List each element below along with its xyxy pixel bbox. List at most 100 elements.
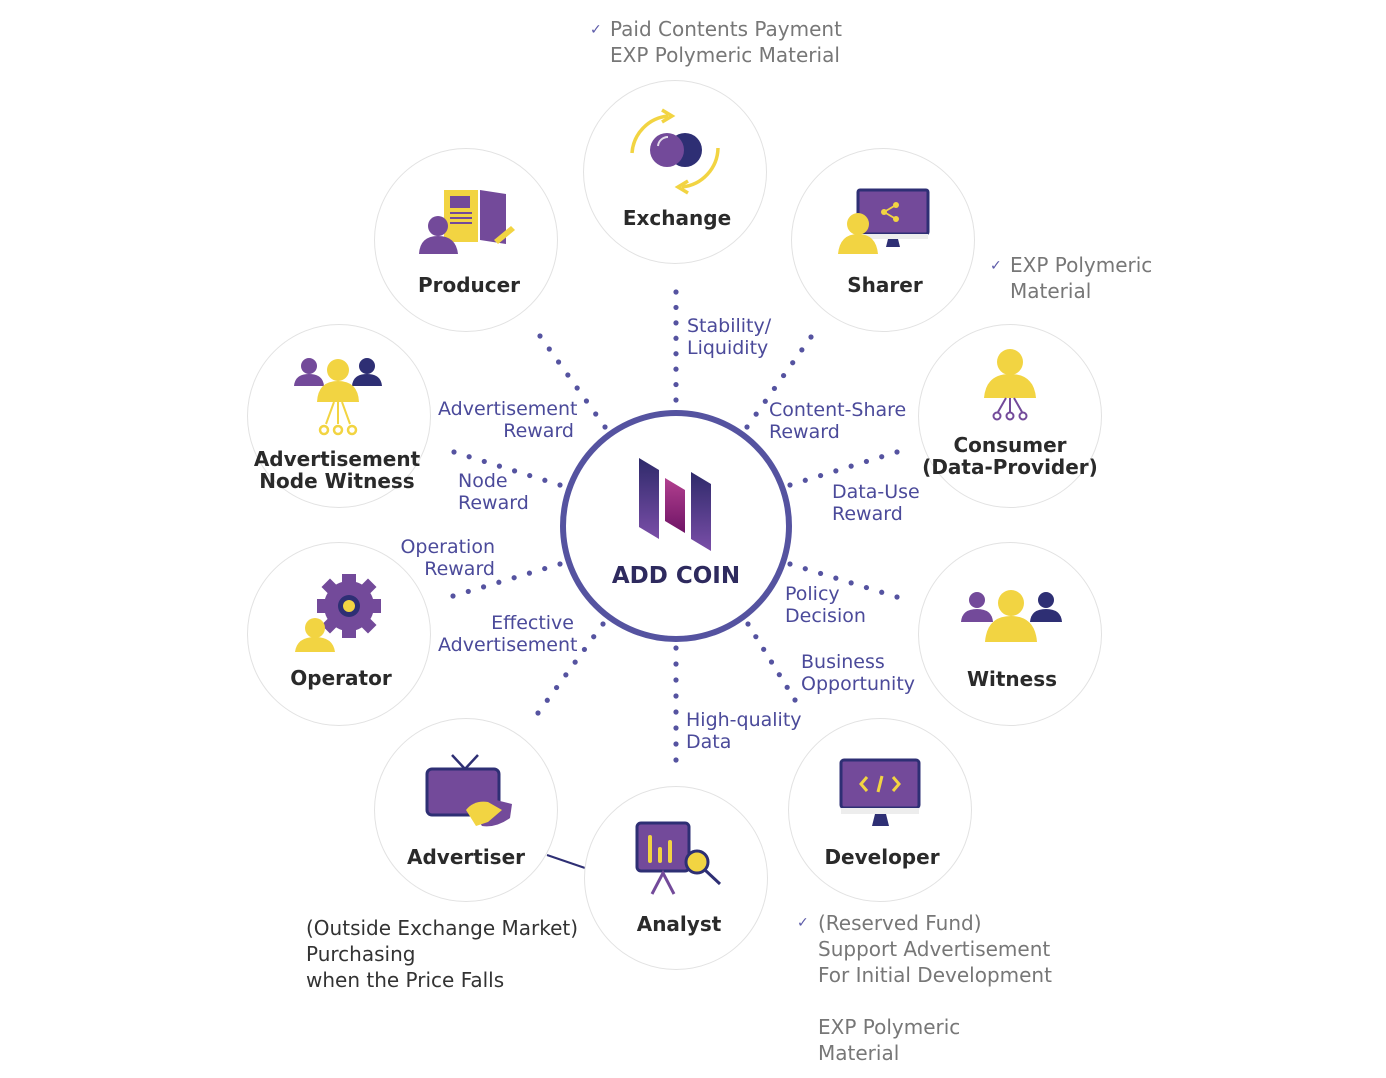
spoke-dot	[863, 584, 870, 591]
note-developer: (Reserved Fund) Support Advertisement Fo…	[818, 911, 1052, 1065]
flow-label-data-use-reward: Data-Use Reward	[832, 481, 920, 525]
spoke-dot	[673, 677, 679, 683]
spoke-dot	[787, 561, 793, 567]
flow-label-operation-reward: Operation Reward	[400, 536, 495, 580]
spoke-dot	[465, 588, 471, 595]
spoke-dot	[753, 634, 759, 640]
spoke-dot	[894, 594, 900, 600]
node-label-developer: Developer	[824, 845, 940, 869]
node-sharer	[791, 148, 975, 332]
spoke-dot	[480, 584, 487, 590]
spoke-business	[745, 621, 798, 703]
spoke-dot	[511, 468, 518, 474]
spoke-dot	[784, 684, 790, 690]
spoke-dot	[761, 646, 767, 652]
witness-group-icon	[961, 590, 1062, 642]
tv-handshake-icon	[425, 754, 512, 827]
spoke-dot	[790, 360, 796, 366]
spoke-dot	[833, 575, 839, 581]
node-label-sharer: Sharer	[847, 273, 923, 297]
spoke-dot	[744, 424, 750, 430]
logo-bar-right	[691, 472, 711, 551]
spoke-dot	[673, 366, 679, 372]
spoke-dot	[776, 672, 782, 678]
spoke-dot	[799, 347, 805, 353]
node-label-exchange: Exchange	[622, 206, 732, 230]
spoke-node	[451, 449, 563, 488]
spoke-dot	[557, 561, 563, 567]
check-icon: ✓	[990, 258, 1002, 274]
spoke-dot	[496, 579, 502, 585]
spoke-dot	[673, 351, 679, 357]
spoke-dot	[466, 454, 472, 460]
spoke-dot	[762, 398, 768, 404]
spoke-dot	[771, 385, 778, 392]
node-label-operator: Operator	[290, 666, 392, 690]
node-label-analyst: Analyst	[636, 912, 722, 936]
flow-label-policy-decision: Policy Decision	[785, 583, 866, 627]
spoke-dot	[817, 472, 824, 479]
spoke-dot	[787, 482, 793, 488]
flow-label-business-opportunity: Business Opportunity	[801, 651, 916, 695]
spoke-dot	[673, 741, 679, 747]
spoke-dot	[600, 621, 606, 627]
spoke-dot	[894, 449, 900, 455]
spoke-dot	[833, 468, 839, 474]
spoke-dot	[451, 449, 457, 455]
spoke-dot	[527, 472, 533, 479]
spoke-ad-reward	[537, 333, 608, 430]
spoke-dot	[593, 411, 599, 417]
node-label-producer: Producer	[417, 273, 521, 297]
spoke-dot	[848, 580, 854, 586]
spoke-dot	[768, 659, 775, 665]
flow-label-stability-liquidity: Stability/ Liquidity	[687, 315, 772, 359]
spoke-dot	[673, 335, 679, 341]
spoke-dot	[817, 570, 824, 577]
spoke-dot	[563, 672, 569, 678]
spoke-dot	[673, 709, 679, 715]
spoke-dot	[673, 289, 679, 295]
exchange-coins-icon	[630, 108, 720, 195]
spoke-dot	[673, 320, 679, 326]
spoke-dot	[745, 621, 751, 627]
node-consumer	[918, 324, 1102, 508]
spoke-dot	[526, 570, 533, 576]
spoke-dot	[591, 634, 597, 640]
node-analyst	[584, 786, 768, 970]
spoke-dot	[544, 697, 550, 703]
spoke-dot	[673, 693, 679, 699]
node-ad-node-witness	[247, 324, 431, 508]
share-monitor-icon	[838, 188, 930, 254]
spoke-stability	[673, 289, 679, 403]
note-advertiser: (Outside Exchange Market) Purchasing whe…	[306, 916, 579, 992]
spoke-dot	[546, 346, 552, 352]
spoke-dot	[537, 333, 543, 339]
spoke-policy	[787, 561, 900, 600]
spoke-dot	[673, 645, 679, 651]
spoke-dot	[879, 454, 885, 460]
flow-label-node-reward: Node Reward	[458, 470, 529, 514]
spoke-dot	[602, 424, 608, 430]
spoke-dot	[574, 385, 580, 391]
logo-bar-left	[639, 458, 659, 539]
node-operator	[247, 542, 431, 726]
spoke-dot	[481, 458, 487, 465]
node-label-ad-node-witness: Advertisement Node Witness	[253, 447, 421, 493]
advertiser-analyst-link	[546, 854, 586, 869]
spoke-dot	[673, 661, 679, 667]
spoke-dot	[565, 372, 571, 378]
spoke-content-share	[744, 334, 814, 430]
spoke-dot	[583, 398, 590, 404]
spoke-dot	[753, 411, 759, 417]
spoke-dot	[802, 566, 808, 572]
note-exchange: Paid Contents Payment EXP Polymeric Mate…	[610, 17, 842, 67]
node-label-consumer: Consumer (Data-Provider)	[922, 433, 1098, 479]
spoke-dot	[572, 659, 578, 665]
spoke-dot	[496, 463, 503, 469]
spoke-dot	[879, 589, 885, 595]
flow-label-high-quality-data: High-quality Data	[686, 709, 802, 753]
gear-person-icon	[295, 574, 381, 652]
book-pencil-icon	[419, 190, 515, 254]
